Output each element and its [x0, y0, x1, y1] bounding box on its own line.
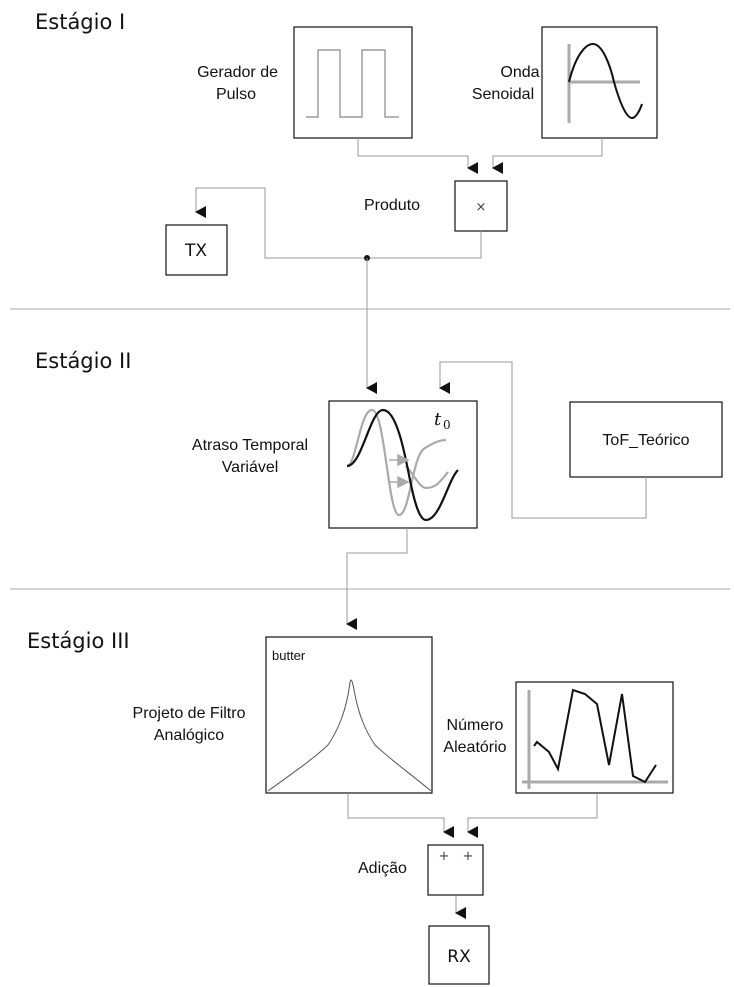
- wire-to-tx: [195, 187, 367, 259]
- tof-label: ToF_Teórico: [602, 432, 689, 449]
- variable-delay-block[interactable]: t 0: [328, 400, 478, 529]
- wire-product-out: [367, 231, 482, 259]
- random-number-label: Aleatório: [443, 739, 506, 756]
- variable-delay-label: Variável: [222, 459, 279, 476]
- delayed-pulse-gray-icon: [405, 465, 449, 490]
- sine-wave-icon: [568, 42, 643, 120]
- sine-wave-label: Senoidal: [472, 86, 534, 103]
- delayed-pulse-icon: [346, 408, 459, 522]
- wire-pulse-to-product: [357, 138, 478, 174]
- wire-tof-to-delay: [439, 361, 647, 519]
- random-signal-icon: [533, 688, 657, 784]
- stage-1-title: Estágio I: [35, 10, 125, 34]
- delayed-pulse-gray-icon: [346, 408, 447, 517]
- delay-param-t: t: [434, 409, 442, 430]
- variable-delay-label: Atraso Temporal: [192, 437, 308, 454]
- stage-2-title: Estágio II: [35, 349, 131, 373]
- rx-block[interactable]: [428, 925, 490, 985]
- rx-label: RX: [447, 947, 471, 967]
- sine-wave-block[interactable]: [541, 26, 658, 139]
- sum-label: Adição: [358, 860, 407, 877]
- filter-label: Projeto de Filtro: [133, 705, 246, 722]
- filter-response-icon: [267, 679, 432, 792]
- wire-filter-to-sum: [347, 793, 454, 838]
- multiply-icon: ×: [476, 200, 487, 215]
- wire-delay-to-filter: [346, 528, 408, 630]
- wire-random-to-sum: [467, 793, 598, 838]
- pulse-wave-icon: [306, 49, 399, 118]
- shift-arrow-icon: [389, 453, 410, 467]
- sine-wave-label: Onda: [500, 64, 539, 81]
- stage-3-title: Estágio III: [27, 629, 130, 653]
- wire-sine-to-product: [492, 138, 603, 174]
- pulse-generator-label: Gerador de: [197, 64, 278, 81]
- plus-icon: +: [439, 849, 450, 864]
- delay-param-sub: 0: [443, 418, 451, 432]
- product-block[interactable]: [454, 180, 508, 232]
- sum-block[interactable]: [427, 844, 484, 896]
- tx-block[interactable]: [165, 224, 228, 276]
- product-label: Produto: [364, 197, 420, 214]
- filter-type-label: butter: [272, 648, 306, 663]
- shift-arrow-icon: [389, 475, 410, 489]
- random-number-label: Número: [447, 717, 504, 734]
- pulse-generator-label: Pulso: [216, 86, 256, 103]
- random-number-block[interactable]: [515, 681, 674, 794]
- pulse-generator-block[interactable]: [293, 26, 413, 139]
- plus-icon: +: [463, 849, 474, 864]
- filter-block[interactable]: butter: [265, 636, 433, 794]
- filter-label: Analógico: [154, 727, 224, 744]
- tx-label: TX: [184, 241, 207, 261]
